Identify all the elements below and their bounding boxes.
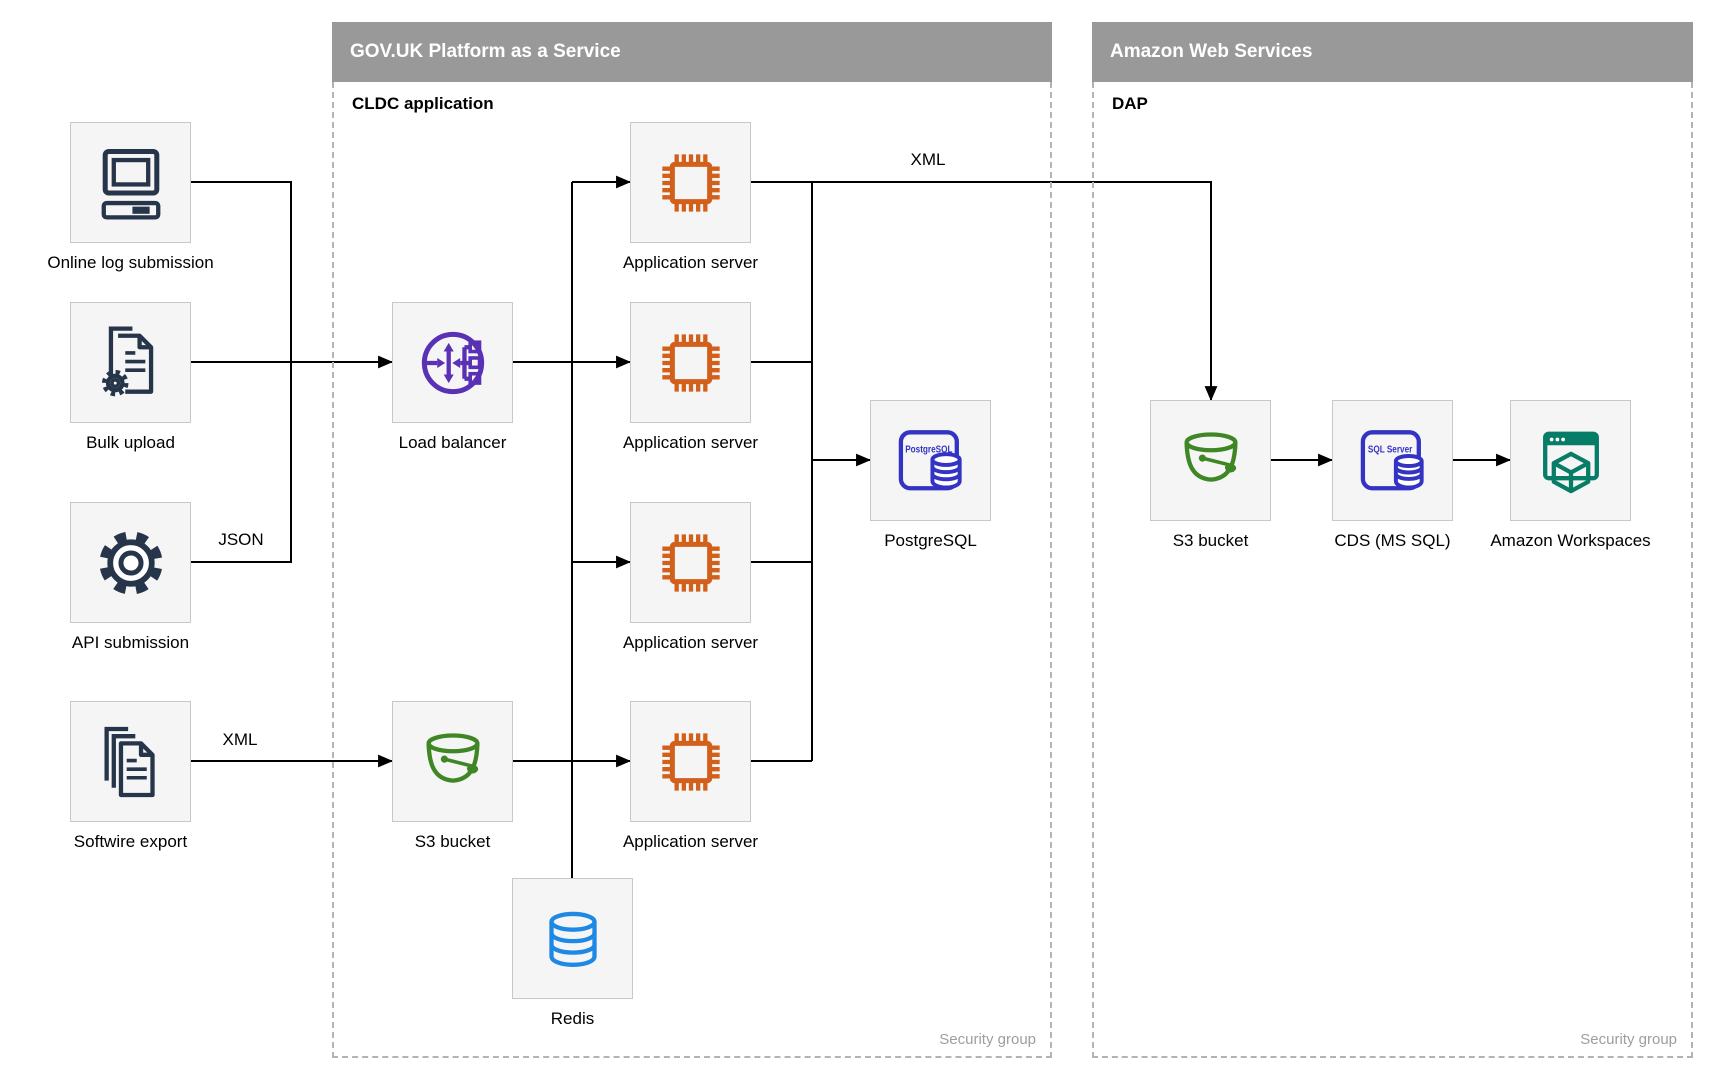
online-log-box [70, 122, 191, 243]
node-app-server-2: Application server [623, 302, 758, 452]
api-submission-label: API submission [71, 633, 190, 652]
node-postgresql: PostgreSQL PostgreSQL [870, 400, 991, 550]
postgresql-box: PostgreSQL [870, 400, 991, 521]
chip-icon [661, 333, 720, 392]
cds-label: CDS (MS SQL) [1334, 531, 1451, 550]
app-server-4-box [630, 701, 751, 822]
bulk-upload-label: Bulk upload [86, 433, 175, 452]
edge-label-json: JSON [218, 530, 264, 549]
s3-bucket-govuk-box [392, 701, 513, 822]
softwire-export-label: Softwire export [73, 832, 188, 851]
app-server-2-box [630, 302, 751, 423]
app-server-1-box [630, 122, 751, 243]
node-bulk-upload: Bulk upload [70, 302, 191, 452]
edge-label-xml-softwire: XML [222, 730, 258, 749]
node-amazon-workspaces: Amazon Workspaces [1490, 400, 1651, 550]
online-log-label: Online log submission [47, 253, 214, 272]
govuk-paas-header: GOV.UK Platform as a Service [332, 22, 1052, 82]
node-load-balancer: Load balancer [392, 302, 513, 452]
node-cds-ms-sql: SQL Server CDS (MS SQL) [1332, 400, 1453, 550]
node-app-server-1: Application server [623, 122, 758, 272]
bucket-icon [1183, 431, 1238, 482]
workspaces-box [1510, 400, 1631, 521]
computer-icon [101, 148, 160, 220]
app-server-3-label: Application server [622, 633, 759, 652]
cds-box: SQL Server [1332, 400, 1453, 521]
documents-stack-icon [103, 726, 155, 797]
load-balancer-label: Load balancer [398, 433, 507, 452]
database-cylinder-icon [548, 911, 597, 967]
node-app-server-4: Application server [623, 701, 758, 851]
aws-header: Amazon Web Services [1092, 22, 1693, 82]
bucket-icon [425, 732, 480, 783]
app-server-1-label: Application server [622, 253, 759, 272]
postgresql-icon: PostgreSQL [898, 429, 962, 490]
node-s3-bucket-aws: S3 bucket [1150, 400, 1271, 550]
postgresql-label: PostgreSQL [884, 531, 977, 550]
s3-bucket-govuk-label: S3 bucket [414, 832, 491, 851]
govuk-security-group-label: Security group [939, 1031, 1036, 1048]
app-server-4-label: Application server [622, 832, 759, 851]
chip-icon [661, 153, 720, 212]
sql-server-icon-text: SQL Server [1367, 444, 1412, 455]
chip-icon [661, 533, 720, 592]
load-balancer-box [392, 302, 513, 423]
app-server-2-label: Application server [622, 433, 759, 452]
govuk-paas-container: GOV.UK Platform as a Service CLDC applic… [332, 22, 1052, 1058]
edge-label-xml-aws: XML [910, 150, 946, 169]
app-server-3-box [630, 502, 751, 623]
gear-icon [98, 530, 163, 595]
aws-container: Amazon Web Services DAP Security group [1092, 22, 1693, 1058]
softwire-export-box [70, 701, 191, 822]
cldc-application-label: CLDC application [352, 94, 494, 113]
dap-label: DAP [1112, 94, 1148, 113]
s3-bucket-aws-label: S3 bucket [1172, 531, 1249, 550]
document-gear-icon [101, 325, 153, 396]
api-submission-box [70, 502, 191, 623]
redis-label: Redis [550, 1009, 595, 1028]
load-balancer-icon [421, 331, 484, 394]
node-softwire-export: Softwire export [70, 701, 191, 851]
node-redis: Redis [512, 878, 633, 1028]
redis-box [512, 878, 633, 999]
bulk-upload-box [70, 302, 191, 423]
s3-bucket-aws-box [1150, 400, 1271, 521]
postgresql-icon-text: PostgreSQL [905, 444, 952, 455]
sql-server-icon: SQL Server [1360, 429, 1424, 490]
workspaces-label: Amazon Workspaces [1490, 531, 1651, 550]
chip-icon [661, 732, 720, 791]
aws-security-group-label: Security group [1580, 1031, 1677, 1048]
node-online-log-submission: Online log submission [47, 122, 214, 272]
node-app-server-3: Application server [623, 502, 758, 652]
node-api-submission: API submission [70, 502, 191, 652]
workspaces-icon [1542, 431, 1599, 493]
node-s3-bucket-govuk: S3 bucket [392, 701, 513, 851]
